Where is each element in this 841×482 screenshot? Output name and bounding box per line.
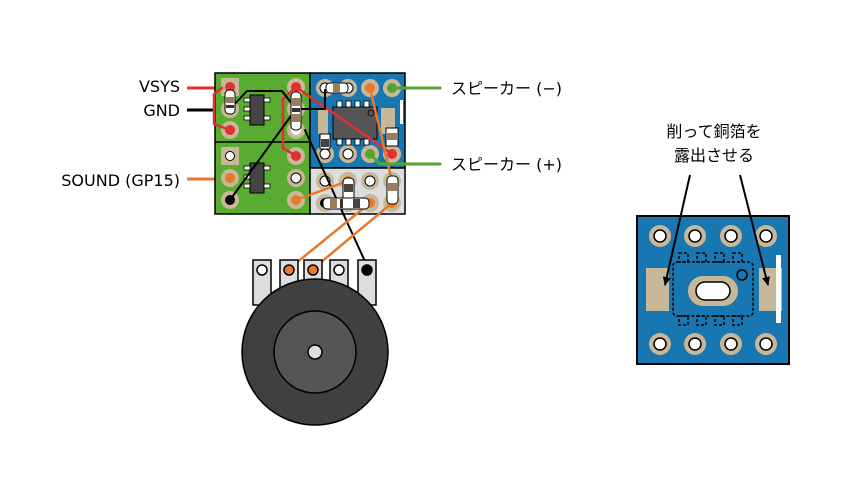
slot-hole bbox=[695, 281, 731, 301]
note-line-2: 露出させる bbox=[674, 146, 754, 165]
resistor-3 bbox=[325, 82, 349, 94]
speaker-plus-wire bbox=[368, 152, 442, 166]
scraped-sop8-board bbox=[636, 215, 790, 365]
arrow-left bbox=[662, 174, 691, 286]
potentiometer bbox=[241, 259, 389, 426]
regulator-chip-top bbox=[243, 94, 271, 126]
note-line-1: 削って銅箔を bbox=[666, 122, 761, 141]
resistor-4 bbox=[385, 127, 399, 147]
pot-wire-1 bbox=[288, 201, 372, 270]
resistor-7 bbox=[386, 175, 399, 205]
gnd-bridge-wire bbox=[229, 90, 297, 110]
chip-outline bbox=[672, 252, 754, 326]
sound-resistor-wire bbox=[294, 179, 350, 202]
exposed-copper-left bbox=[646, 268, 669, 311]
vsys-regulator-wire bbox=[281, 85, 298, 158]
resistors bbox=[224, 82, 399, 210]
knob-shaft bbox=[307, 344, 323, 360]
bottom-pads bbox=[649, 333, 777, 355]
vsys-jumper-wire bbox=[212, 86, 232, 132]
vsys-amp-wire bbox=[294, 85, 394, 156]
vsys-label: VSYS bbox=[139, 77, 180, 96]
speaker-minus-label: スピーカー (−) bbox=[451, 79, 562, 98]
resistor-6 bbox=[322, 197, 370, 210]
capacitor-1 bbox=[319, 133, 331, 150]
arrow-right bbox=[739, 174, 770, 286]
pot-wire-2 bbox=[312, 201, 394, 270]
top-pads bbox=[649, 225, 777, 247]
resistor-2 bbox=[290, 91, 302, 131]
speaker-plus-label: スピーカー (+) bbox=[451, 155, 562, 174]
resistor-1 bbox=[224, 89, 236, 115]
gnd-label: GND bbox=[143, 101, 180, 120]
sound-label: SOUND (GP15) bbox=[61, 171, 180, 190]
gnd-diagonal-wire bbox=[229, 108, 297, 201]
regulator-chip-bottom bbox=[243, 162, 271, 194]
